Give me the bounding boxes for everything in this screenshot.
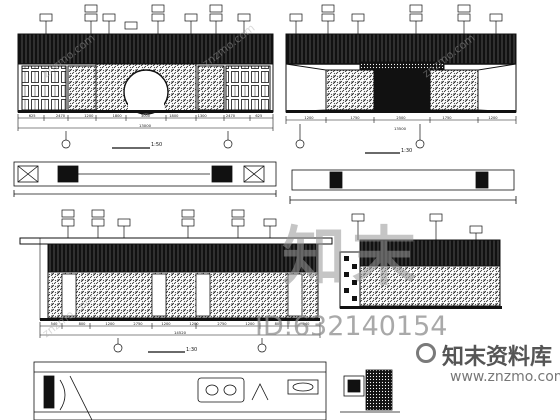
elevation-bottom-left: 1:30 [19,209,333,353]
tag-boxes-top-right [289,4,503,34]
dimension-total: 13000 [139,123,152,128]
dimension-label: 540 [51,322,59,326]
plan-strip-top-right [289,169,517,204]
dimension-label: 1200 [189,322,199,326]
plan-bottom-left [33,361,327,420]
scale-label-top-right: 1:30 [401,148,412,154]
scale-label-bottom-left: 1:30 [186,347,197,353]
dimension-label: 1200 [161,322,171,326]
dimension-label: 800 [275,322,283,326]
dimension-label: 2750 [217,322,227,326]
dimension-label: 2500 [396,116,406,120]
elevation-top-right: 1:30 [285,4,517,154]
dimension-total: 14520 [174,330,187,335]
tag-boxes-bottom-left [61,209,277,238]
plan-strip-top-left [13,161,277,197]
section-bottom-right [339,213,502,309]
dimension-label: 2750 [133,322,143,326]
dimension-label: 1200 [245,322,255,326]
dimension-label: 3000 [141,114,151,118]
dimension-label: 800 [79,322,87,326]
dimension-label: 1750 [350,116,360,120]
dimension-total: 13500 [394,126,407,131]
dimension-label: 1200 [105,322,115,326]
tag-boxes-top-left [39,4,251,34]
dimension-label: 1200 [488,116,498,120]
dimension-label: 1750 [442,116,452,120]
dimension-label: 1200 [304,116,314,120]
dimension-label: 540 [303,322,311,326]
elevation-top-left: 1:50 [17,4,274,149]
scale-label-top-left: 1:50 [151,142,162,148]
dimension-label: 625 [255,114,262,118]
dimension-label: 2470 [226,114,236,118]
dimension-label: 1200 [84,114,94,118]
dimension-label: 1800 [113,114,123,118]
dimension-label: 2470 [56,114,66,118]
plan-bottom-right [340,369,400,413]
dimension-label: 1800 [169,114,179,118]
dimension-label: 625 [29,114,36,118]
dimension-label: 1300 [198,114,208,118]
